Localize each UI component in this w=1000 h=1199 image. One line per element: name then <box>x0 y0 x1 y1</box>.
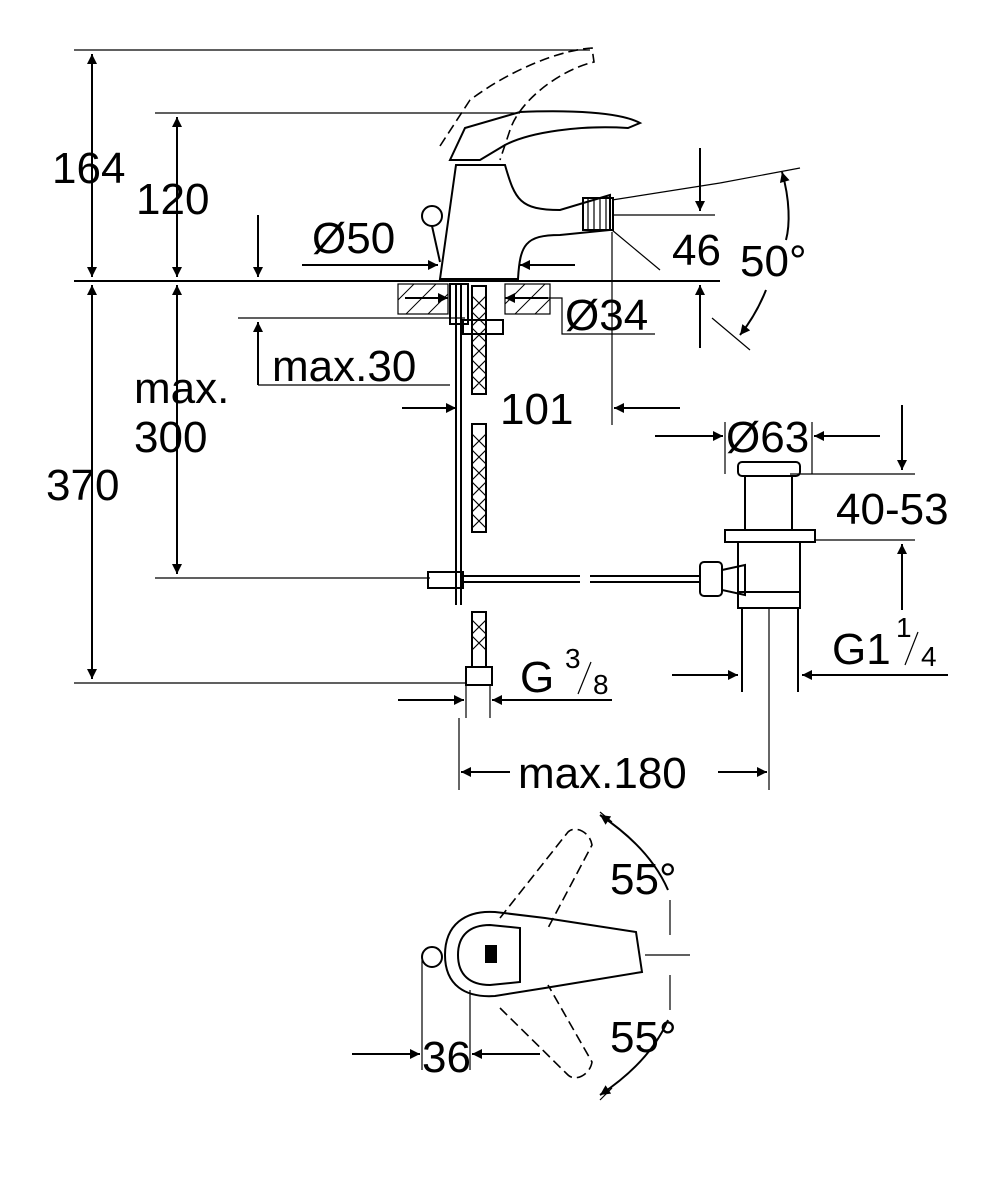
label-36: 36 <box>422 1033 471 1082</box>
label-max-300-line2: 300 <box>134 413 207 462</box>
dim-angle-ext3 <box>711 317 751 351</box>
hose-assembly <box>427 283 700 686</box>
label-120: 120 <box>136 175 209 224</box>
label-g38-num: 3 <box>565 643 581 674</box>
label-max-180: max.180 <box>518 749 687 798</box>
label-angle-55-bottom: 55° <box>610 1013 677 1062</box>
label-angle-50: 50° <box>740 237 807 286</box>
lever-dashed-up <box>499 828 593 929</box>
label-angle-55-top: 55° <box>610 855 677 904</box>
lever-dashed-down <box>499 984 593 1079</box>
label-370: 370 <box>46 461 119 510</box>
label-101: 101 <box>500 385 573 434</box>
label-diameter-50: Ø50 <box>312 214 395 263</box>
dim-55-bottom-arc <box>599 1019 669 1096</box>
label-g38-slash <box>577 661 592 695</box>
label-46: 46 <box>672 226 721 275</box>
dim-angle-ext2 <box>719 167 801 184</box>
label-g114-num: 1 <box>896 612 912 643</box>
label-g114-main: G1 <box>832 625 891 674</box>
top-knob <box>421 946 443 968</box>
label-g38-main: G <box>520 653 554 702</box>
top-view <box>352 811 690 1101</box>
label-g114-den: 4 <box>921 641 937 672</box>
label-164: 164 <box>52 144 125 193</box>
mixer-body <box>421 110 643 280</box>
label-max-300-line1: max. <box>134 364 229 413</box>
label-40-53: 40-53 <box>836 485 949 534</box>
label-diameter-63: Ø63 <box>726 413 809 462</box>
label-max-30: max.30 <box>272 342 416 391</box>
label-g114-slash <box>904 631 919 666</box>
dim-46-leader <box>611 229 661 271</box>
lever-dashed <box>439 47 595 161</box>
label-diameter-34: Ø34 <box>565 291 648 340</box>
dim-34-leader <box>548 297 655 335</box>
top-body <box>443 910 644 998</box>
dim-angle-ext1 <box>611 182 721 201</box>
dim-angle-arc-bottom <box>739 289 767 336</box>
waste-assembly <box>699 461 816 692</box>
label-g38-den: 8 <box>593 669 609 700</box>
dim-55-top-arc <box>599 814 669 891</box>
dim-angle-arc-top <box>779 171 790 241</box>
